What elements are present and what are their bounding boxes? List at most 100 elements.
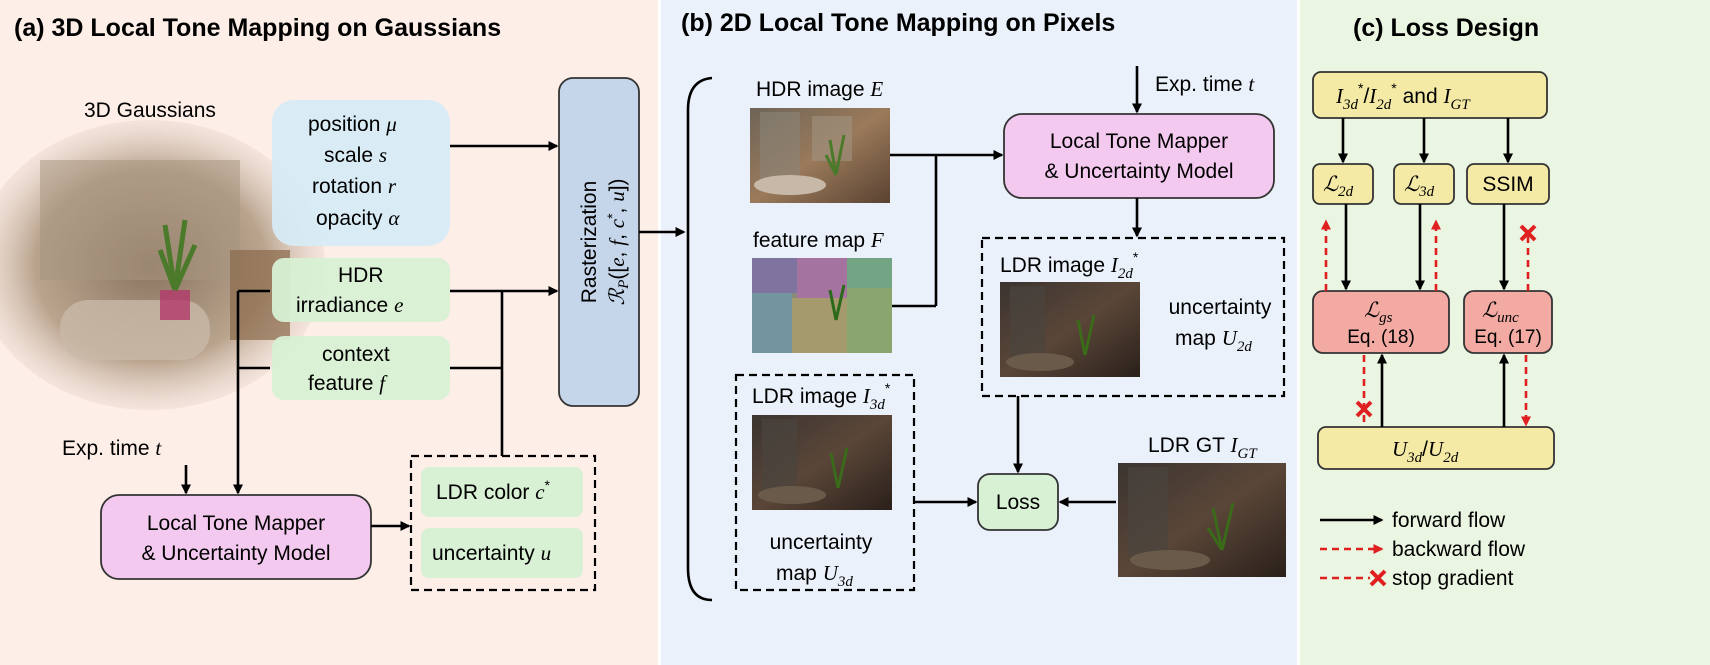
panel-b-connectors [890, 66, 1142, 507]
l2d-label: ℒ2d [1323, 172, 1354, 200]
legend-forward-label: forward flow [1392, 509, 1506, 532]
svg-text:LDR GT IGT: LDR GT IGT [1148, 433, 1258, 462]
ssim-label: SSIM [1482, 173, 1533, 196]
tone-mapper-a-line2: & Uncertainty Model [141, 542, 330, 565]
ldr-3d-dashed-box [734, 373, 916, 592]
gaussian-scene-image [0, 120, 325, 410]
svg-text:ℒ3d: ℒ3d [1404, 172, 1435, 200]
attribute-rotation: rotation r [312, 174, 397, 198]
unc-2d-line1: uncertainty [1169, 296, 1272, 319]
hdr-image-thumb [750, 108, 890, 203]
attribute-scale: scale s [324, 143, 387, 167]
lgs-box [1312, 290, 1450, 354]
l3d-box [1393, 163, 1455, 205]
lunc-box [1463, 290, 1553, 354]
tone-mapper-b-line2: & Uncertainty Model [1044, 160, 1233, 183]
panel-b-title: (b) 2D Local Tone Mapping on Pixels [681, 9, 1115, 37]
panel-c-title: (c) Loss Design [1353, 14, 1539, 42]
geometry-attributes-box [272, 100, 450, 246]
svg-text:I3d*/I2d* and IGT: I3d*/I2d* and IGT [1335, 80, 1471, 113]
exp-time-label-b: Exp. time t [1155, 72, 1255, 96]
context-feature-line1: context [322, 343, 390, 366]
tone-mapper-box-a [100, 494, 372, 580]
tone-mapper-box-b [1003, 113, 1275, 199]
lgs-eq: Eq. (18) [1347, 327, 1415, 348]
unc-3d-line1: uncertainty [770, 531, 873, 554]
svg-text:LDR image I3d*: LDR image I3d* [752, 380, 891, 413]
svg-text:irradiance e: irradiance e [296, 293, 403, 317]
panel-c-backward-arrows [1321, 219, 1531, 427]
panel-a-title: (a) 3D Local Tone Mapping on Gaussians [14, 14, 501, 42]
svg-text:ℒunc: ℒunc [1482, 298, 1519, 326]
attribute-opacity: opacity α [316, 206, 400, 230]
attribute-position: position μ [308, 112, 397, 136]
lgs-label: ℒgs [1364, 298, 1393, 326]
svg-text:ℒ2d: ℒ2d [1323, 172, 1354, 200]
uncertainty-maps-box [1317, 426, 1555, 470]
uncertainty-label: uncertainty u [432, 541, 551, 565]
unc-2d-line2: map U2d [1175, 326, 1252, 355]
l2d-box [1312, 163, 1374, 205]
hdr-irradiance-line1: HDR [338, 264, 384, 287]
exp-time-label-a: Exp. time t [62, 436, 162, 460]
panel-a-connectors [181, 141, 686, 531]
hdr-irradiance-line2: irradiance e [296, 293, 403, 317]
loss-inputs-box [1312, 71, 1548, 119]
svg-text:uncertainty u: uncertainty u [432, 541, 551, 565]
lunc-eq: Eq. (17) [1474, 327, 1542, 348]
rasterization-box [558, 77, 640, 407]
svg-text:scale s: scale s [324, 143, 387, 167]
svg-text:LDR image I2d*: LDR image I2d* [1000, 249, 1139, 282]
svg-text:map U2d: map U2d [1175, 326, 1252, 355]
svg-text:U3d/U2d: U3d/U2d [1392, 437, 1459, 466]
ldr-color-box [421, 467, 583, 517]
svg-text:feature f: feature f [308, 371, 388, 395]
uncertainty-box [421, 528, 583, 578]
ssim-box [1466, 163, 1550, 205]
legend-backward-label: backward flow [1392, 538, 1526, 561]
svg-text:map U3d: map U3d [776, 561, 853, 590]
ldr-color-label: LDR color c* [436, 477, 551, 504]
loss-label: Loss [996, 491, 1040, 514]
ldr-3d-thumb [752, 415, 892, 510]
stop-gradient-icon [1519, 224, 1537, 242]
svg-text:LDR color c*: LDR color c* [436, 477, 551, 504]
svg-text:opacity α: opacity α [316, 206, 400, 230]
tone-mapper-b-line1: Local Tone Mapper [1050, 130, 1228, 153]
ldr-2d-thumb [1000, 282, 1140, 377]
panel-c-forward-arrows [1338, 118, 1513, 427]
hdr-irradiance-box [272, 258, 450, 322]
svg-text:Exp. time t: Exp. time t [62, 436, 162, 460]
uncertainty-maps-label: U3d/U2d [1392, 437, 1459, 466]
ldr-gt-thumb [1118, 463, 1286, 577]
legend: forward flow backward flow stop gradient [1320, 509, 1526, 590]
svg-text:Exp. time t: Exp. time t [1155, 72, 1255, 96]
ldr-3d-label: LDR image I3d* [752, 380, 891, 413]
rasterization-label: Rasterization [578, 181, 601, 304]
hdr-image-label-wrap: HDR image E [756, 77, 883, 101]
rasterization-formula: ℛP([e, f, c*, u]) [604, 178, 632, 305]
svg-text:ℒgs: ℒgs [1364, 298, 1393, 326]
panel-b-brace [686, 76, 713, 602]
ldr-gt-label: LDR GT IGT [1148, 433, 1258, 462]
context-feature-box [272, 336, 450, 400]
loss-inputs-label: I3d*/I2d* and IGT [1335, 80, 1471, 113]
loss-box [977, 473, 1059, 531]
tone-mapper-a-line1: Local Tone Mapper [147, 512, 325, 535]
feature-map-label-wrap: feature map F [753, 228, 884, 252]
lunc-label: ℒunc [1482, 298, 1519, 326]
svg-text:position μ: position μ [308, 112, 397, 136]
svg-text:rotation r: rotation r [312, 174, 397, 198]
stop-gradient-icon [1355, 400, 1373, 418]
ldr-2d-dashed-box [980, 236, 1286, 398]
gaussians-label: 3D Gaussians [84, 99, 216, 122]
feature-map-thumb [752, 258, 892, 353]
context-feature-line2: feature f [308, 371, 388, 395]
legend-stop-icon [1369, 569, 1387, 587]
unc-3d-line2: map U3d [776, 561, 853, 590]
ldr-2d-label: LDR image I2d* [1000, 249, 1139, 282]
l3d-label: ℒ3d [1404, 172, 1435, 200]
legend-stop-label: stop gradient [1392, 567, 1514, 590]
